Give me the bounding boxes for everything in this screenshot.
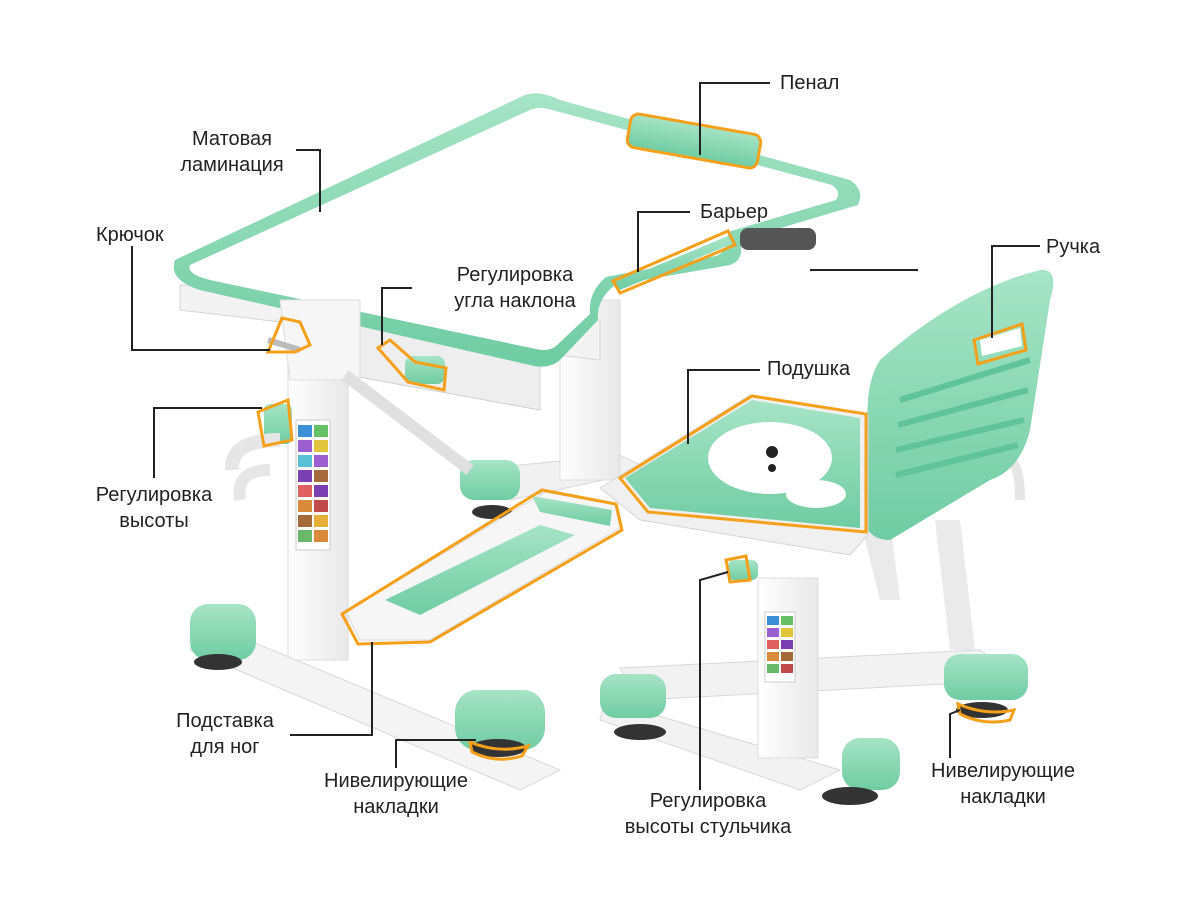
label-chair-height: Регулировка высоты стульчика: [600, 788, 816, 840]
highlight-height-knob: [256, 397, 294, 448]
label-chair-height-line2: высоты стульчика: [624, 816, 792, 838]
leader-handle: [991, 245, 1040, 338]
highlight-barrier: [610, 229, 738, 295]
leader-height: [153, 407, 262, 478]
leader-penal: [699, 82, 770, 155]
chair-base: [599, 649, 1028, 805]
label-height-line1: Регулировка: [95, 484, 213, 506]
leader-lamination: [296, 149, 321, 212]
label-penal: Пенал: [780, 70, 839, 96]
label-lamination-line1: Матовая: [192, 128, 272, 150]
label-tilt: Регулировка угла наклона: [420, 262, 610, 314]
desk: [173, 93, 861, 791]
leader-footrest: [290, 642, 373, 736]
label-pads-right: Нивелирующие накладки: [910, 758, 1096, 810]
highlight-pad-right: [955, 701, 1017, 724]
label-footrest: Подставка для ног: [160, 708, 290, 760]
label-handle: Ручка: [1046, 234, 1100, 260]
label-pads-right-line2: накладки: [960, 786, 1046, 808]
label-pads-left-line1: Нивелирующие: [324, 770, 468, 792]
label-barrier-text: Барьер: [700, 201, 769, 223]
label-cushion: Подушка: [767, 356, 850, 382]
label-cushion-text: Подушка: [767, 358, 851, 380]
leader-hook: [131, 246, 270, 351]
label-hook: Крючок: [96, 222, 164, 248]
label-barrier: Барьер: [700, 199, 768, 225]
highlight-tilt: [375, 338, 448, 392]
label-height-line2: высоты: [119, 510, 189, 532]
desk-left-column: [224, 299, 474, 661]
chair: [599, 269, 1054, 805]
label-tilt-line1: Регулировка: [456, 264, 574, 286]
label-chair-height-line1: Регулировка: [649, 790, 767, 812]
leader-pads-left: [395, 739, 476, 768]
footrest: [345, 491, 621, 641]
label-tilt-line2: угла наклона: [454, 290, 576, 312]
leader-cushion: [687, 369, 760, 444]
highlight-handle: [972, 322, 1028, 366]
label-lamination-line2: ламинация: [180, 154, 284, 176]
label-height: Регулировка высоты: [86, 482, 222, 534]
leader-lines: [131, 82, 1040, 790]
leader-pads-right: [949, 709, 961, 758]
label-penal-text: Пенал: [780, 72, 840, 94]
leader-barrier: [637, 211, 690, 272]
leader-chair-height: [699, 571, 729, 790]
highlight-pad-left: [467, 739, 532, 761]
highlight-footrest: [340, 488, 624, 646]
highlights: [256, 112, 1028, 761]
leader-tilt: [381, 287, 412, 345]
highlight-hook: [265, 316, 312, 354]
chair-seat: [599, 394, 869, 556]
highlight-chair-knob: [724, 554, 752, 584]
highlight-cushion: [617, 394, 868, 534]
label-pads-left: Нивелирующие накладки: [318, 768, 474, 820]
highlight-pen-tray: [625, 112, 763, 170]
desk-left-base: [189, 604, 562, 791]
desk-top: [173, 93, 861, 367]
label-footrest-line2: для ног: [190, 736, 260, 758]
chair-back: [861, 269, 1054, 540]
label-lamination: Матовая ламинация: [164, 126, 300, 178]
label-handle-text: Ручка: [1046, 236, 1101, 258]
label-footrest-line1: Подставка: [176, 710, 274, 732]
label-pads-left-line2: накладки: [353, 796, 439, 818]
label-hook-text: Крючок: [96, 224, 164, 246]
label-pads-right-line1: Нивелирующие: [931, 760, 1075, 782]
